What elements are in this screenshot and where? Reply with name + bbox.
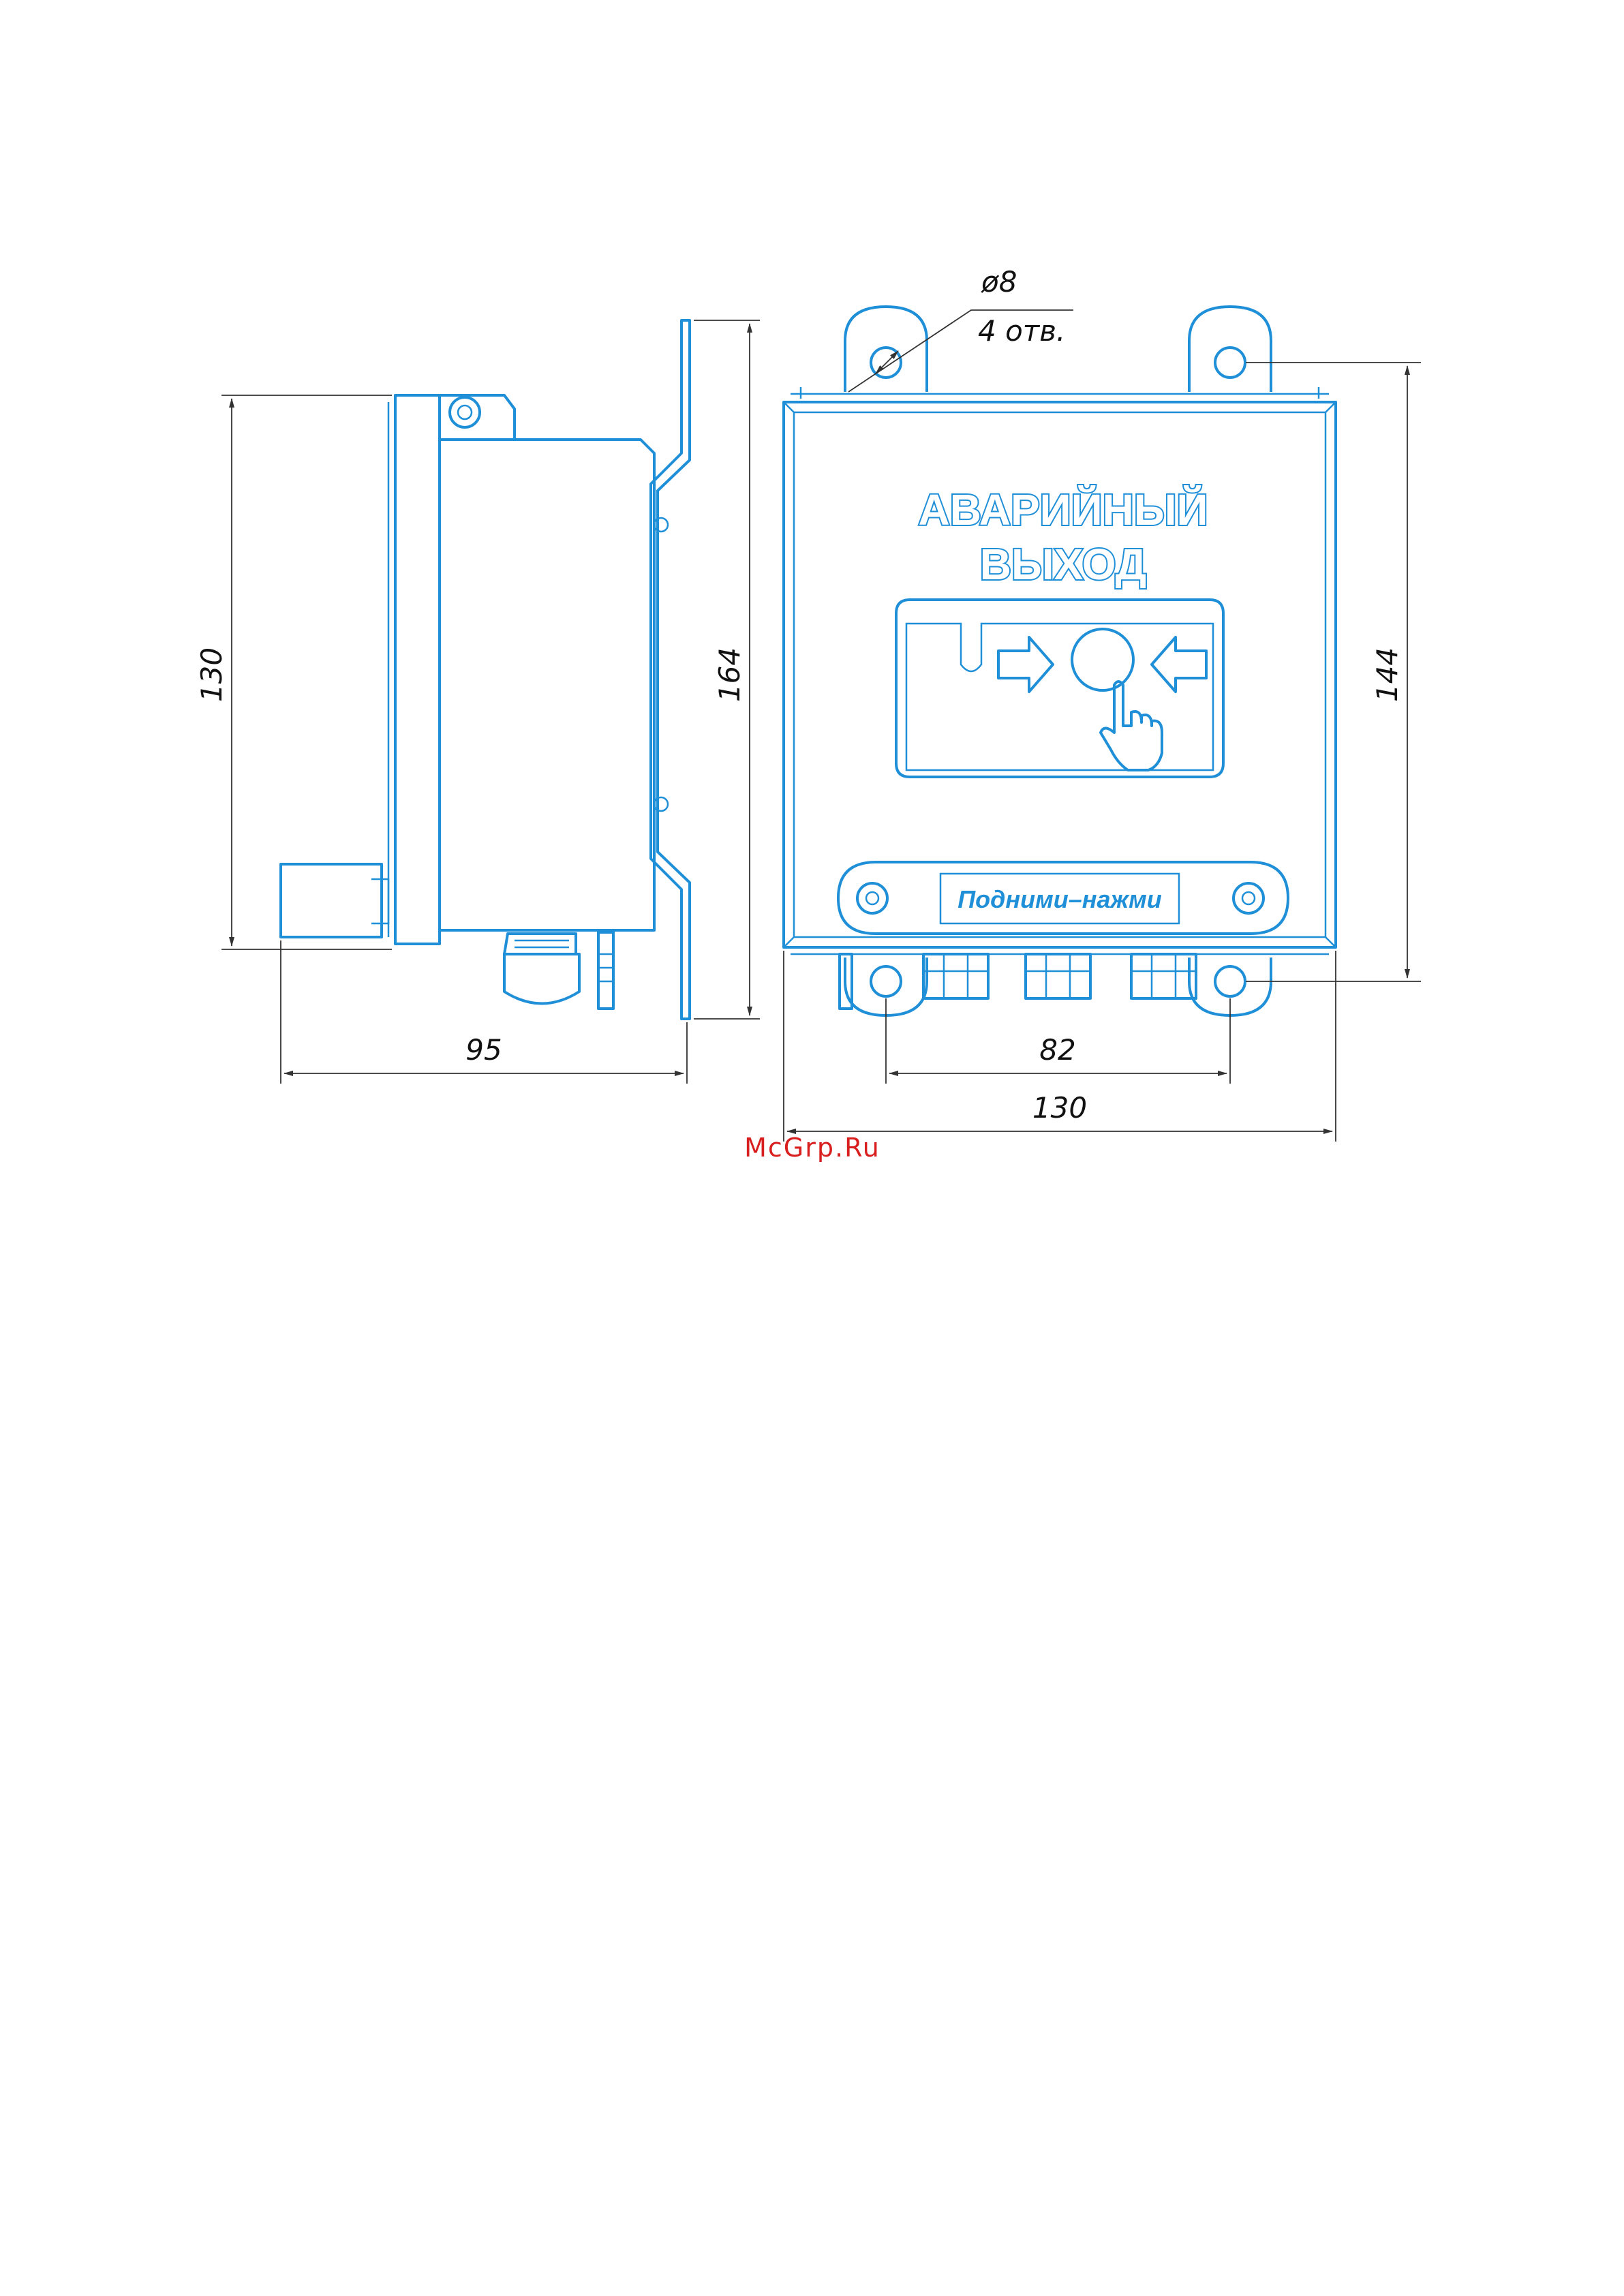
front-hole-bottom-right <box>1215 966 1245 996</box>
side-gland-thread <box>515 940 569 947</box>
front-ear-top-right <box>1189 307 1271 392</box>
dim-side-body-height: 130 <box>195 647 228 702</box>
dim-front-height: 144 <box>1370 647 1404 702</box>
pointing-hand-icon <box>1101 682 1162 770</box>
dim-side-bracket-height: 164 <box>713 647 746 702</box>
front-view: АВАРИЙНЫЙ ВЫХОД Подними–нажми <box>784 307 1336 1015</box>
side-hinge-screw <box>450 397 480 427</box>
sign-title-line2: ВЫХОД <box>980 540 1146 589</box>
front-housing-outer <box>784 402 1336 947</box>
hole-note-count: 4 отв. <box>978 314 1065 348</box>
cable-gland-3-detail <box>1131 954 1196 998</box>
dim-front-hole-spacing: 82 <box>1039 1033 1075 1067</box>
front-housing-bevel <box>784 402 1336 947</box>
front-hole-top-right <box>1215 348 1245 378</box>
plate-screw-right-inner <box>1242 892 1255 904</box>
side-hinge-screw-inner <box>458 405 472 419</box>
side-gland-bottom-top <box>504 934 576 954</box>
dim-side-body-extension <box>221 395 392 949</box>
watermark: McGrp.Ru <box>744 1133 880 1163</box>
side-body <box>440 440 654 930</box>
front-hole-bottom-left <box>871 966 901 996</box>
cable-gland-1 <box>923 954 988 998</box>
side-mounting-bracket <box>651 320 690 1019</box>
front-ear-top-left <box>845 307 927 392</box>
side-gland-bottom <box>504 954 579 1004</box>
hole-note-diameter: ø8 <box>981 265 1017 299</box>
side-gland-left-nut <box>371 879 388 923</box>
dimensions: 130 164 95 144 82 130 ø8 4 отв. <box>195 265 1421 1142</box>
cable-gland-1-detail <box>923 954 988 998</box>
side-cover-panel <box>395 395 440 944</box>
side-gland-left <box>281 864 382 937</box>
arrow-left-icon <box>1152 637 1206 692</box>
dim-front-width: 130 <box>1032 1091 1087 1124</box>
plate-screw-right <box>1234 883 1263 913</box>
side-view <box>281 320 690 1019</box>
front-top-strip-ends <box>801 387 1319 399</box>
cable-glands <box>840 954 1196 1009</box>
arrow-right-icon <box>998 637 1053 692</box>
cable-gland-2-detail <box>1026 954 1090 998</box>
sign-title-line1: АВАРИЙНЫЙ <box>918 485 1208 534</box>
alarm-button-icon <box>1072 629 1133 690</box>
side-stud <box>598 932 613 1009</box>
plate-screw-left-inner <box>866 892 878 904</box>
dim-side-depth: 95 <box>465 1033 502 1067</box>
plate-label: Подними–нажми <box>957 885 1161 913</box>
cable-gland-2 <box>1026 954 1090 998</box>
plate-screw-left <box>857 883 887 913</box>
hole-diameter-arrow <box>876 351 898 373</box>
side-stud-marks <box>598 954 613 981</box>
cable-gland-3 <box>1131 954 1196 998</box>
